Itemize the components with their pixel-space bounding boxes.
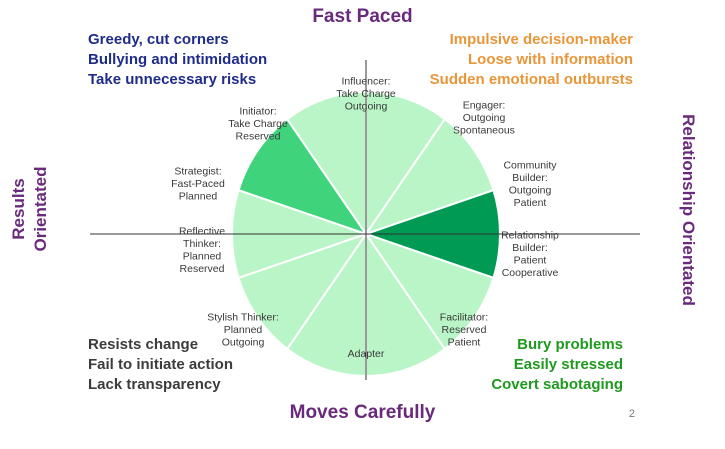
segments-layer (231, 90, 501, 378)
segment-label-line: Initiator: (239, 106, 276, 118)
segment-label-line: Outgoing (463, 112, 506, 124)
segment-label-line: Take Charge (228, 118, 288, 130)
segment-label-adapter: Adapter (348, 348, 385, 360)
segment-label-line: Thinker: (183, 238, 221, 250)
axis-title-bottom: Moves Carefully (289, 402, 436, 423)
segment-label-line: Patient (448, 337, 481, 349)
corner-bottom-right: Bury problems Easily stressed Covert sab… (491, 335, 623, 395)
segment-label-line: Builder: (512, 242, 548, 254)
segment-label-line: Spontaneous (453, 125, 515, 137)
segment-label-line: Patient (514, 197, 547, 209)
segment-label-line: Engager: (463, 100, 506, 112)
corner-item: Bury problems (517, 336, 623, 353)
corner-bottom-left: Resists change Fail to initiate action L… (88, 335, 233, 395)
segment-label-line: Cooperative (502, 267, 559, 279)
segment-initiator (285, 90, 367, 238)
segment-label-line: Reserved (236, 131, 281, 143)
segment-label-line: Stylish Thinker: (207, 312, 279, 324)
segment-label-line: Reserved (180, 263, 225, 275)
corner-item: Easily stressed (513, 356, 623, 373)
corner-item: Impulsive decision-maker (449, 31, 633, 48)
segment-label-line: Community (503, 159, 557, 171)
segment-label-line: Fast-Paced (171, 178, 225, 190)
corner-item: Loose with information (468, 51, 633, 68)
corner-top-right: Impulsive decision-maker Loose with info… (430, 30, 633, 90)
segment-label-line: Outgoing (222, 337, 265, 349)
segment-facilitator (365, 230, 447, 378)
page-number: 2 (628, 408, 635, 420)
segment-strategist (237, 117, 369, 236)
segment-relationship-builder (363, 232, 495, 351)
corner-item: Bullying and intimidation (88, 51, 268, 68)
segment-label-line: Outgoing (509, 184, 552, 196)
segment-label-line: Planned (179, 191, 218, 203)
corner-item: Fail to initiate action (88, 356, 234, 373)
segment-label-line: Planned (224, 324, 263, 336)
corner-item: Greedy, cut corners (88, 31, 229, 48)
segment-label-line: Influencer: (341, 76, 390, 88)
segment-label-line: Reserved (442, 324, 487, 336)
segment-stylish-thinker (237, 232, 369, 351)
segment-label-line: Facilitator: (440, 312, 488, 324)
corner-item: Lack transparency (88, 376, 221, 393)
segment-label-line: Reflective (179, 225, 225, 237)
corner-item: Resists change (88, 336, 199, 353)
corner-item: Sudden emotional outbursts (429, 71, 633, 88)
corner-item: Take unnecessary risks (88, 71, 257, 88)
segment-label-line: Outgoing (345, 101, 388, 113)
corner-top-left: Greedy, cut corners Bullying and intimid… (88, 30, 267, 90)
segment-engager (363, 117, 495, 236)
segment-influencer (365, 90, 447, 238)
segment-label-line: Planned (183, 250, 222, 262)
segment-label-line: Relationship (501, 229, 559, 241)
segment-label-line: Take Charge (336, 88, 396, 100)
segment-label-line: Strategist: (174, 166, 221, 178)
segment-label-line: Adapter (348, 348, 385, 360)
corner-item: Covert sabotaging (491, 376, 623, 393)
segment-adapter (285, 230, 367, 378)
segment-label-line: Patient (514, 254, 547, 266)
segment-label-line: Builder: (512, 172, 548, 184)
axis-title-top: Fast Paced (312, 6, 413, 27)
